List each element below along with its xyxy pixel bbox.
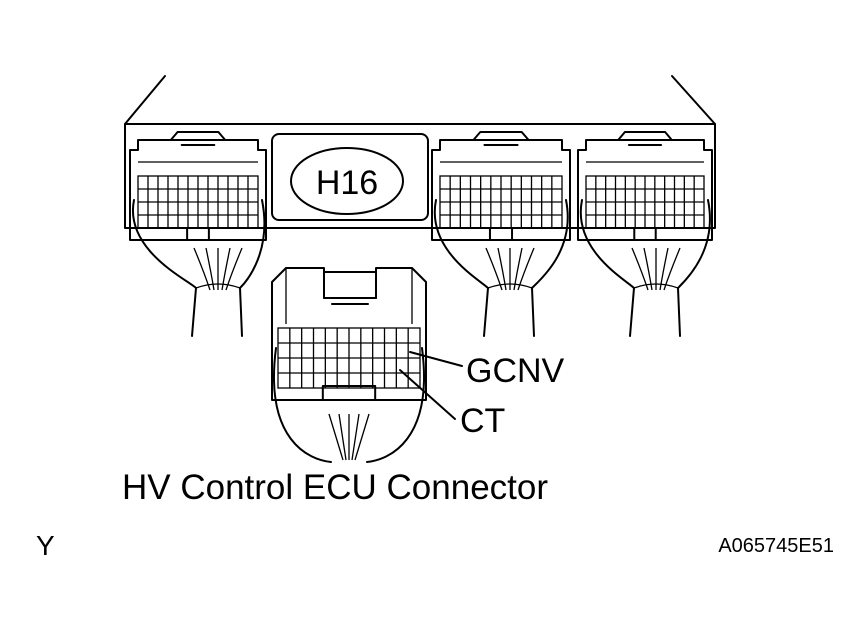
keying-notch <box>186 227 210 241</box>
keying-notch <box>633 227 657 241</box>
diagram-caption: HV Control ECU Connector <box>122 468 548 507</box>
wire-sleeve-edge <box>677 287 681 337</box>
wire-sleeve-edge <box>239 287 243 337</box>
wire <box>485 247 503 291</box>
figure-id: A065745E51 <box>718 535 834 557</box>
connector-shell <box>431 139 571 241</box>
harness-loop <box>273 347 332 463</box>
harness-connector-h16 <box>270 266 428 463</box>
harness-loop <box>131 199 197 289</box>
harness-loop <box>239 199 266 289</box>
ct-terminal-label: CT <box>460 402 505 440</box>
harness-loop <box>531 199 569 289</box>
wire-sleeve-top <box>633 283 679 289</box>
wire <box>351 413 360 461</box>
harness-loop <box>677 199 711 289</box>
connector-latch <box>617 131 673 141</box>
harness-loop <box>433 199 489 289</box>
lock-tab <box>323 271 377 299</box>
ecu-connector-left <box>129 131 267 337</box>
wire <box>517 247 535 291</box>
connector-id-badge: H16 <box>271 133 429 221</box>
connector-shell <box>577 139 713 241</box>
gcnv-callout: GCNV <box>409 351 565 390</box>
connector-latch <box>169 131 227 141</box>
wire <box>663 247 681 291</box>
wire <box>328 413 344 461</box>
wire <box>354 413 370 461</box>
wire <box>221 247 231 291</box>
wire <box>497 247 507 291</box>
connector-latch <box>472 131 530 141</box>
harness-loop <box>366 347 425 463</box>
ecu-connector-right <box>577 131 713 337</box>
wire <box>193 247 211 291</box>
ecu-connector-middle <box>431 131 571 337</box>
wire <box>205 247 215 291</box>
wire <box>631 247 649 291</box>
harness-loop <box>579 199 635 289</box>
wire-sleeve-edge <box>531 287 535 337</box>
wire <box>225 247 243 291</box>
view-letter: Y <box>36 530 55 561</box>
keying-notch <box>321 385 377 401</box>
wire <box>659 247 669 291</box>
ct-callout: CT <box>399 369 505 440</box>
wire <box>513 247 523 291</box>
wire-sleeve-edge <box>629 287 635 337</box>
wire <box>338 413 347 461</box>
connector-id-label: H16 <box>316 164 378 202</box>
wire-sleeve-edge <box>483 287 489 337</box>
gcnv-terminal-label: GCNV <box>466 352 565 390</box>
wire-sleeve-top <box>195 283 241 289</box>
wire <box>643 247 653 291</box>
keying-notch <box>488 227 514 241</box>
ecu-housing <box>124 75 716 229</box>
wire-sleeve-edge <box>191 287 197 337</box>
wire-sleeve-top <box>487 283 533 289</box>
connector-shell <box>129 139 267 241</box>
